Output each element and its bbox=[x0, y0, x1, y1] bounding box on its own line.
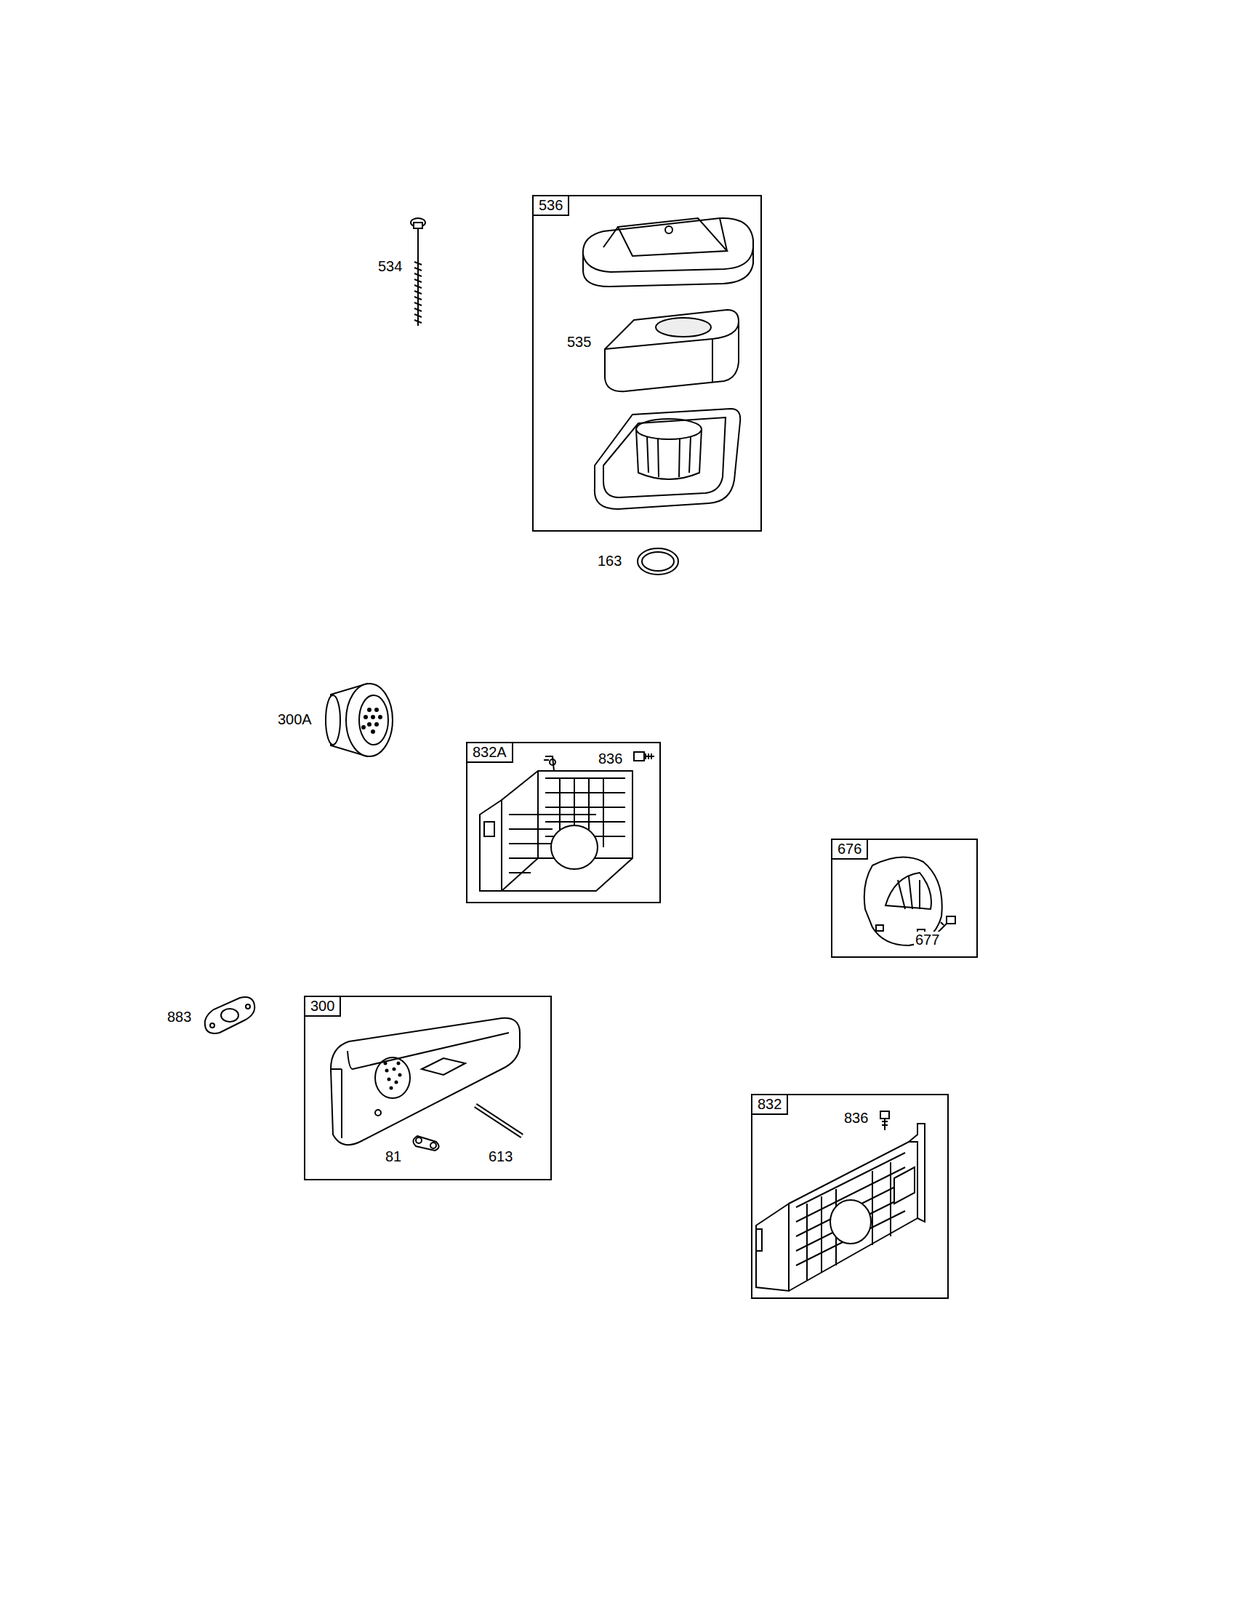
callout-number: 534 bbox=[376, 258, 404, 275]
box-number: 536 bbox=[533, 196, 570, 216]
round-muffler bbox=[325, 683, 393, 757]
callout-number: 163 bbox=[596, 552, 624, 570]
screw bbox=[880, 1110, 890, 1130]
screw bbox=[410, 218, 426, 326]
component-box: 832 836 bbox=[750, 1093, 949, 1299]
component-box: 676 677 bbox=[830, 838, 978, 958]
air-cleaner-cover bbox=[583, 218, 754, 287]
screw bbox=[937, 916, 956, 933]
muffler-guard bbox=[479, 756, 633, 891]
box-number: 300 bbox=[305, 996, 341, 1017]
callout-number: 81 bbox=[383, 1147, 403, 1165]
air-cleaner-base bbox=[594, 408, 741, 509]
muffler-guard bbox=[756, 1123, 925, 1291]
callout-number: 535 bbox=[565, 333, 593, 351]
foam-filter bbox=[604, 309, 739, 392]
box-number: 832 bbox=[752, 1094, 789, 1115]
callout-number: 836 bbox=[596, 750, 624, 767]
component-box: 832A 836 bbox=[466, 741, 661, 903]
box-number: 832A bbox=[467, 742, 514, 763]
callout-number: 883 bbox=[165, 1008, 193, 1026]
gasket-ring bbox=[637, 548, 679, 575]
muffler bbox=[330, 1017, 522, 1151]
screw bbox=[633, 751, 655, 761]
exhaust-gasket bbox=[205, 996, 256, 1034]
component-box: 536 535 bbox=[532, 194, 762, 532]
callout-number: 300A bbox=[276, 711, 314, 728]
callout-number: 677 bbox=[913, 931, 941, 949]
callout-number: 613 bbox=[487, 1147, 514, 1165]
box-number: 676 bbox=[832, 839, 869, 860]
callout-number: 836 bbox=[842, 1109, 870, 1127]
component-box: 300 81 613 bbox=[303, 995, 552, 1180]
